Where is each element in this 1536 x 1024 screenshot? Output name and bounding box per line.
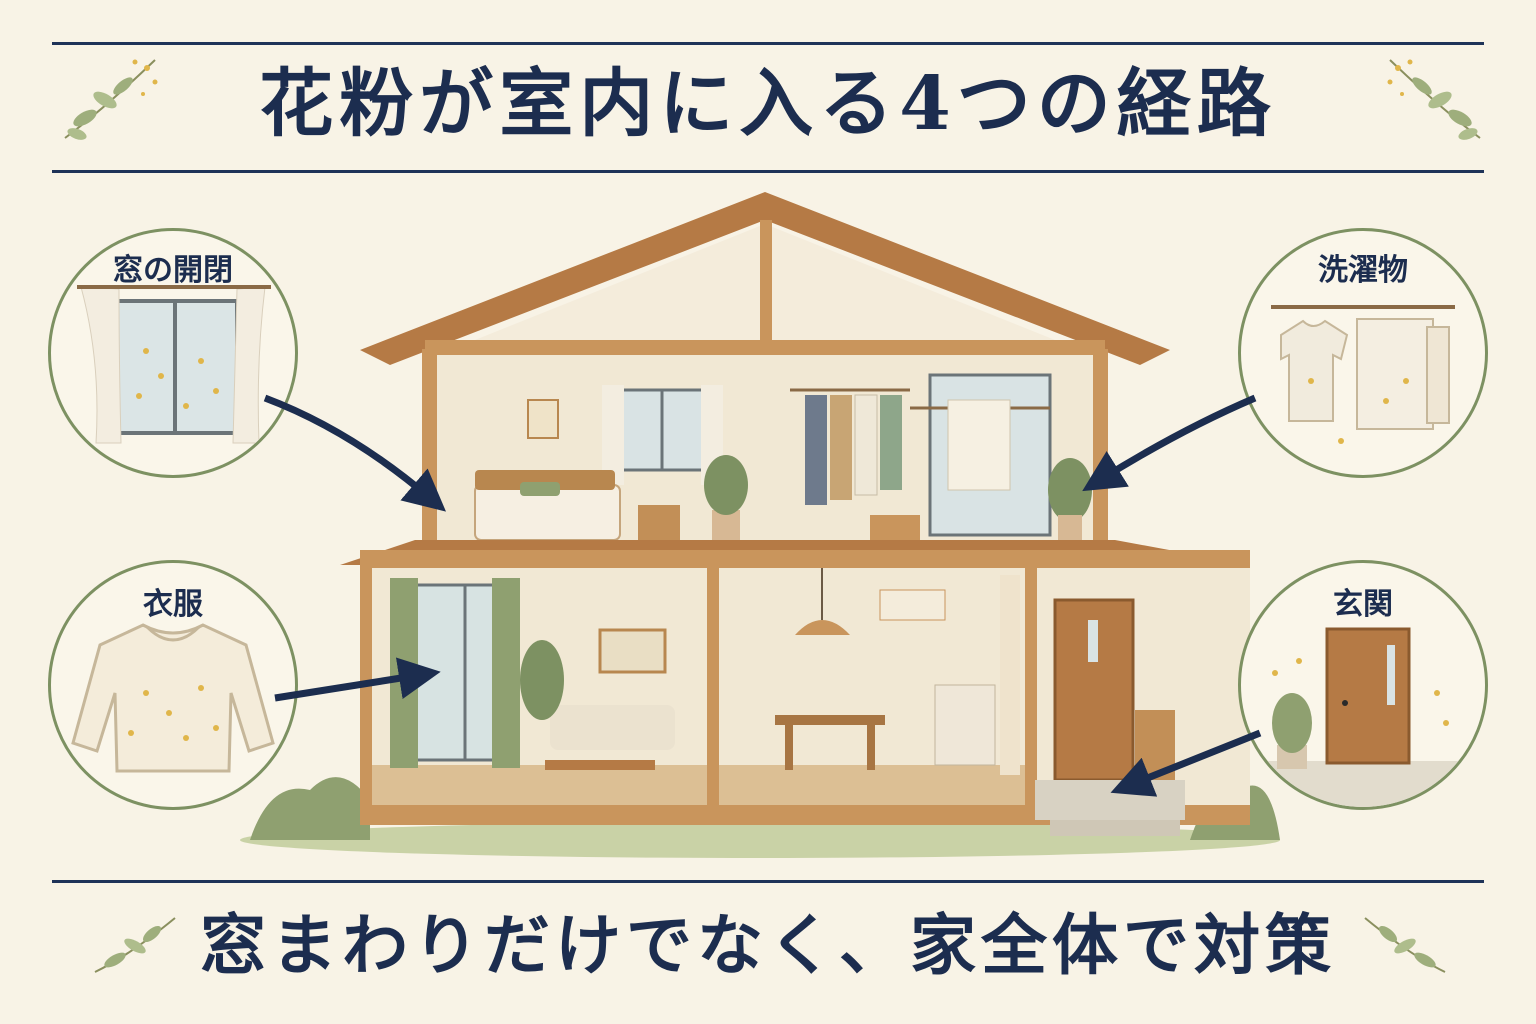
leaf-sprig-icon	[94, 917, 176, 973]
leaf-sprig-icon	[64, 59, 158, 140]
top-rule-1	[52, 42, 1484, 45]
route-circle-window: 窓の開閉	[48, 228, 298, 478]
top-rule-2	[52, 170, 1484, 173]
route-circle-laundry: 洗濯物	[1238, 228, 1488, 478]
route-label-window: 窓の開閉	[113, 253, 233, 288]
sweater-icon	[71, 623, 275, 773]
leaf-sprig-icon	[1387, 59, 1481, 140]
window-icon	[77, 285, 271, 444]
house-cross-section	[240, 192, 1280, 858]
leaf-sprig-icon	[1364, 917, 1446, 973]
route-label-clothes: 衣服	[143, 587, 203, 622]
route-circle-clothes: 衣服	[48, 560, 298, 810]
bottom-rule	[52, 880, 1484, 883]
route-label-laundry: 洗濯物	[1318, 253, 1408, 288]
laundry-icon	[1271, 305, 1455, 444]
route-label-entrance: 玄関	[1333, 587, 1393, 622]
page-title: 花粉が室内に入る4つの経路	[259, 61, 1277, 147]
route-circle-entrance: 玄関	[1238, 560, 1488, 810]
footer-message: 窓まわりだけでなく、家全体で対策	[200, 906, 1336, 984]
door-icon	[1241, 627, 1485, 807]
